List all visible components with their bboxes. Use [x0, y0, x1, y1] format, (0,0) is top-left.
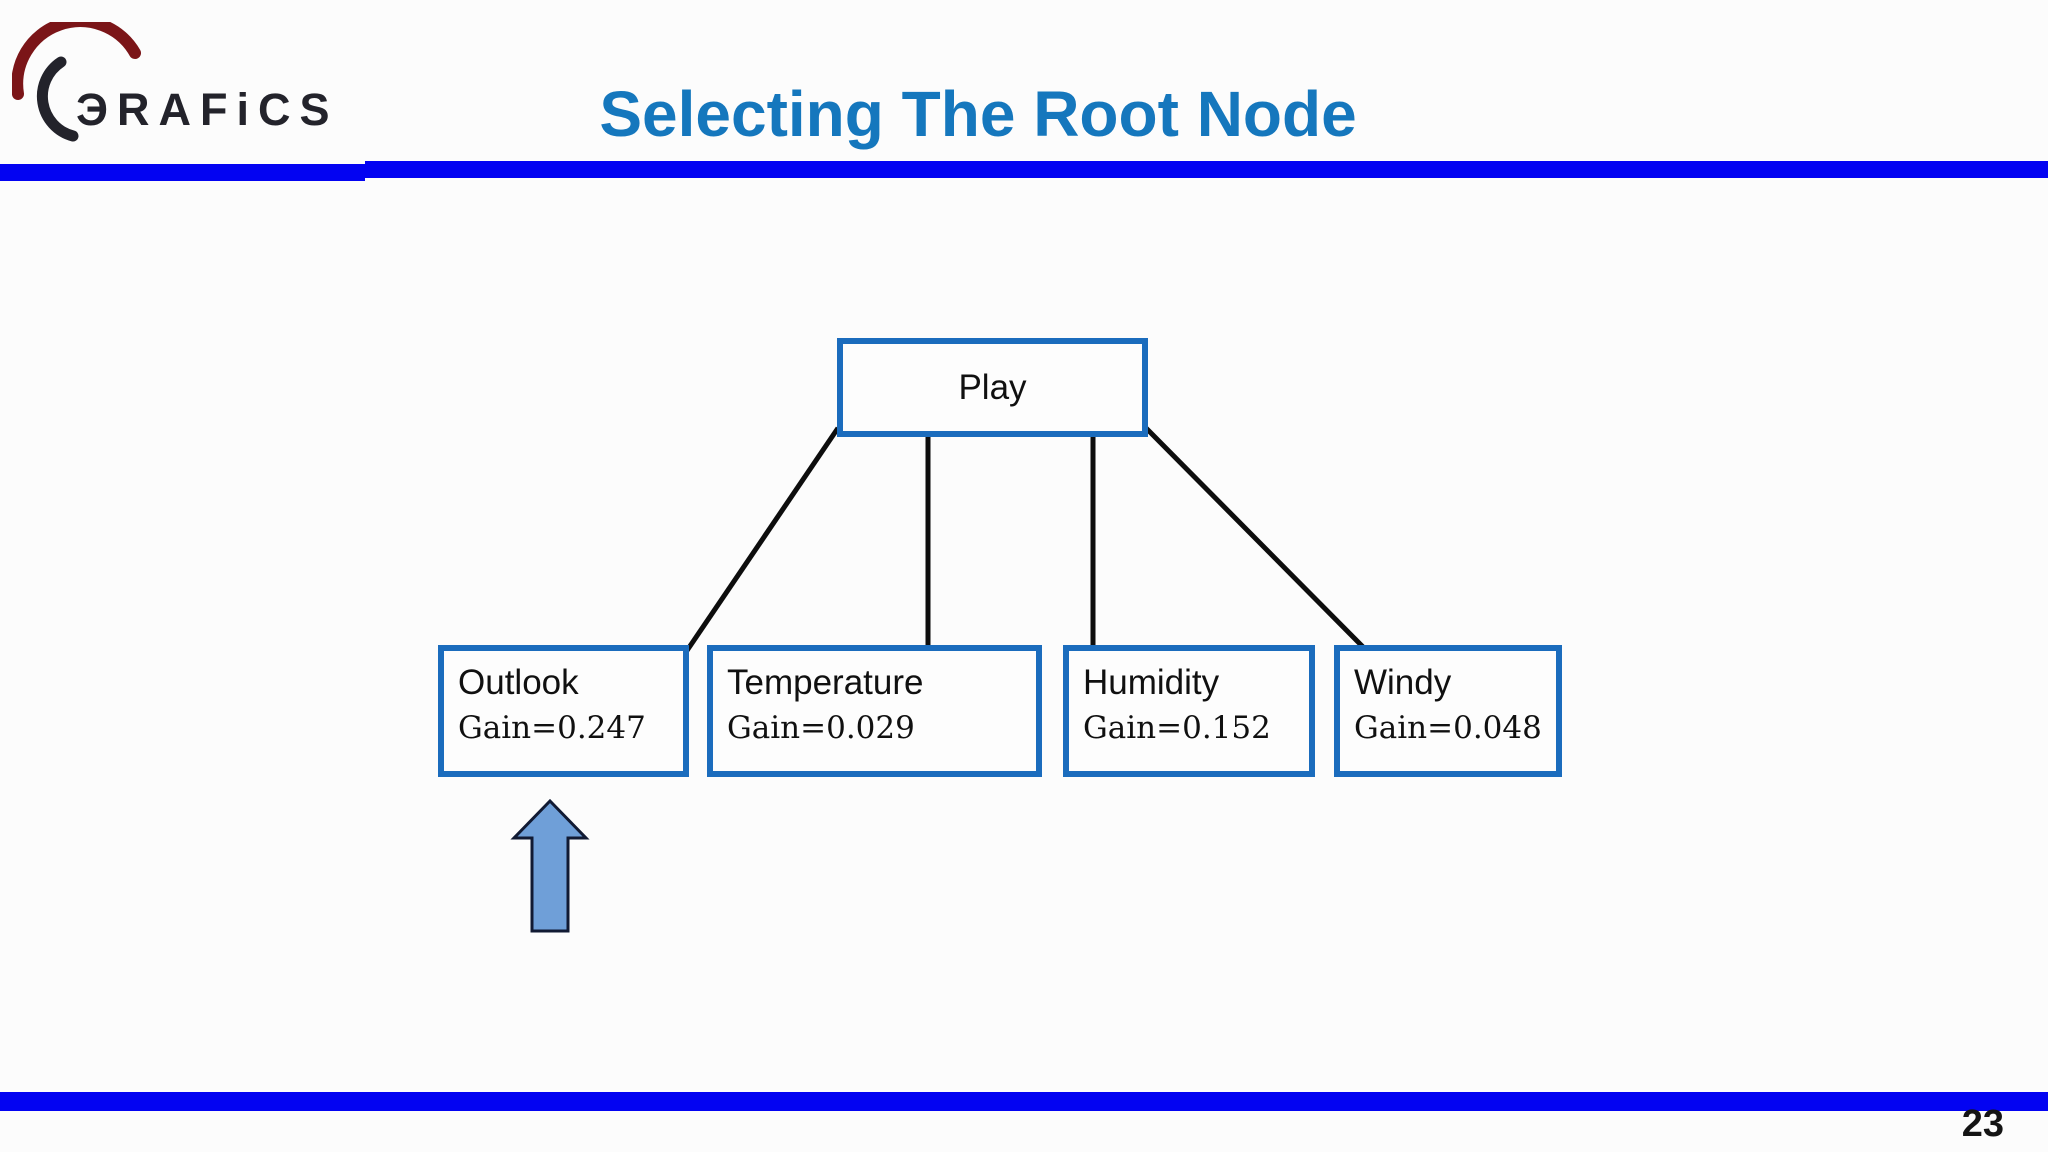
page-number: 23	[1961, 1103, 2004, 1145]
node-temperature-label: Temperature	[727, 663, 924, 702]
grafics-logo: ЭRAFiCS	[12, 22, 412, 157]
edge-play-windy	[1144, 426, 1370, 654]
node-outlook-gain: Gain=0.247	[458, 710, 646, 746]
logo-text: ЭRAFiCS	[76, 84, 339, 135]
node-temperature: Temperature Gain=0.029	[707, 645, 1042, 777]
header-divider	[365, 161, 2048, 178]
node-humidity-gain: Gain=0.152	[1083, 710, 1271, 746]
footer-divider	[0, 1092, 2048, 1111]
edge-play-outlook	[683, 426, 841, 654]
node-outlook-label: Outlook	[458, 663, 579, 702]
header-divider-left-segment	[0, 164, 365, 181]
node-humidity: Humidity Gain=0.152	[1063, 645, 1315, 777]
node-humidity-label: Humidity	[1083, 663, 1220, 702]
node-temperature-gain: Gain=0.029	[727, 710, 915, 746]
selected-node-arrow-icon	[510, 798, 590, 933]
slide-title: Selecting The Root Node	[599, 77, 1357, 150]
node-windy-label: Windy	[1354, 663, 1452, 702]
node-play-label: Play	[958, 367, 1027, 407]
node-windy: Windy Gain=0.048	[1334, 645, 1562, 777]
node-play: Play	[837, 338, 1148, 437]
logo-arcs-icon	[12, 22, 141, 142]
node-windy-gain: Gain=0.048	[1354, 710, 1542, 746]
node-outlook: Outlook Gain=0.247	[438, 645, 689, 777]
